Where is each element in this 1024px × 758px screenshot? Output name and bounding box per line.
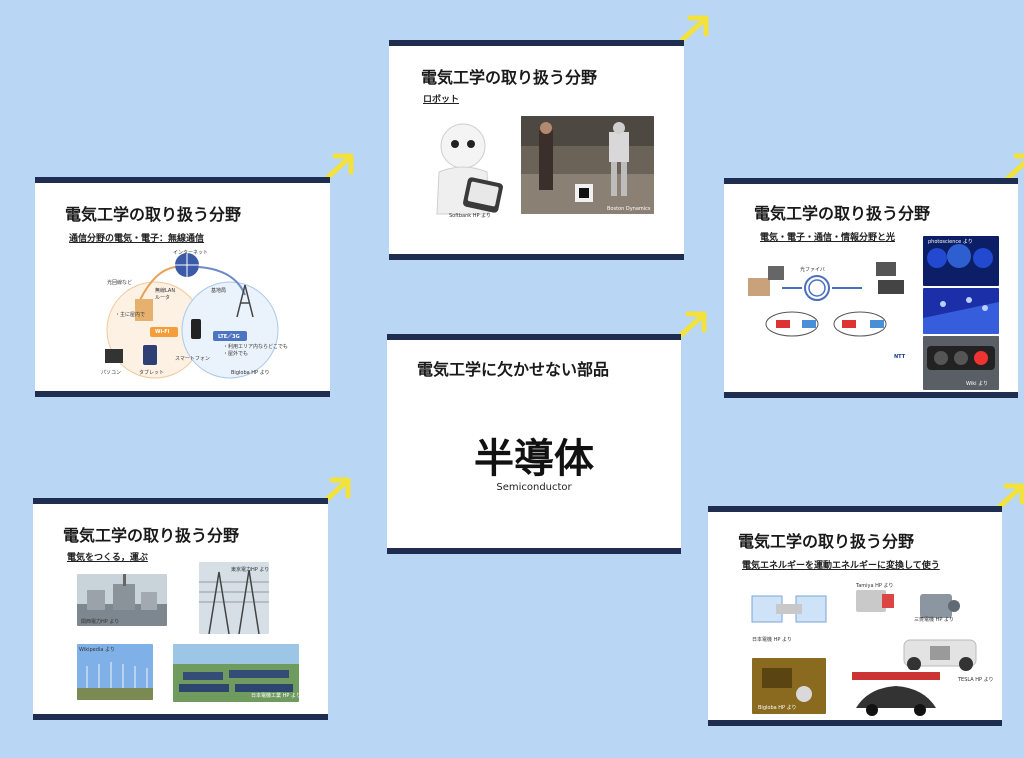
arrow-icon: [324, 153, 354, 181]
power-lines-photo: [199, 562, 269, 634]
power-plant-photo: [77, 574, 167, 626]
optical-fiber-diagram: [742, 248, 922, 352]
slide-communication[interactable]: 電気工学の取り扱う分野 通信分野の電気・電子：無線通信 インターネット 光回線な…: [35, 177, 330, 397]
diagram-label: 基地局: [211, 288, 227, 294]
diagram-label: タブレット: [139, 370, 165, 376]
industrial-motor-photo: [914, 584, 964, 626]
motor-diagram: [746, 582, 838, 632]
image-caption: photoscience より: [928, 239, 973, 245]
slide-subtitle: 電気エネルギーを運動エネルギーに変換して使う: [742, 561, 940, 571]
main-heading: 半導体: [474, 436, 594, 482]
english-subtitle: Semiconductor: [496, 482, 572, 493]
diagram-label: Wi-Fi: [155, 329, 170, 335]
slide-subtitle: 通信分野の電気・電子：無線通信: [69, 234, 205, 244]
image-caption: 日本電機 HP より: [752, 637, 792, 643]
slide-title: 電気工学に欠かせない部品: [417, 360, 610, 379]
image-caption: TESLA HP より: [958, 677, 994, 683]
slide-robot[interactable]: 電気工学の取り扱う分野 ロボット Softbank HP より Boston D…: [389, 40, 684, 260]
wind-turbines-photo: [77, 644, 153, 700]
image-caption: 日本電機工業 HP より: [251, 693, 301, 699]
solar-farm-photo: [173, 644, 299, 702]
diagram-label: ・利用エリア内ならどこでも ・屋外でも: [223, 344, 288, 357]
ev-chassis-photo: [894, 630, 986, 676]
image-caption: Wiki より: [966, 381, 988, 387]
image-caption: 三菱電機 HP より: [914, 617, 954, 623]
circuit-board-photo: [752, 658, 826, 714]
slide-subtitle: 電気・電子・通信・情報分野と光: [760, 233, 896, 243]
slide-title: 電気工学の取り扱う分野: [63, 526, 240, 545]
slide-title: 電気工学の取り扱う分野: [738, 532, 915, 551]
pepper-robot-image: [419, 118, 511, 218]
diagram-label: スマートフォン: [175, 356, 210, 362]
diagram-label: Bigloba HP より: [231, 370, 270, 376]
image-caption: 関西電力HP より: [81, 619, 120, 625]
arrow-icon: [995, 483, 1024, 511]
arrow-icon: [677, 311, 707, 339]
diagram-label: パソコン: [101, 370, 122, 376]
slide-power[interactable]: 電気工学の取り扱う分野 電気をつくる，運ぶ 関西電力HP より 東京電力HP よ…: [33, 498, 328, 720]
diagram-label: NTT: [894, 354, 906, 360]
diagram-label: LTE／3G: [218, 334, 240, 340]
slide-subtitle: 電気をつくる，運ぶ: [67, 553, 148, 563]
diagram-label: 無線LAN ルータ: [155, 288, 176, 301]
image-caption: Wikipedia より: [79, 647, 115, 653]
slide-optical[interactable]: 電気工学の取り扱う分野 電気・電子・通信・情報分野と光 光ファイバ NTT ph…: [724, 178, 1018, 398]
blue-light-photo: [923, 236, 999, 286]
arrow-icon: [679, 15, 709, 43]
image-caption: Tamiya HP より: [856, 583, 894, 589]
boston-dynamics-photo: [521, 116, 654, 214]
arrow-icon: [1005, 153, 1024, 181]
diagram-label: 光回線など: [107, 280, 133, 286]
diagram-label: ・主に屋内で: [115, 312, 146, 318]
slide-subtitle: ロボット: [423, 95, 460, 105]
image-caption: Bigloba HP より: [758, 705, 797, 711]
slide-title: 電気工学の取り扱う分野: [65, 205, 242, 224]
electric-car-photo: [848, 670, 944, 720]
image-caption: Softbank HP より: [449, 213, 492, 219]
traffic-signal-photo: [923, 336, 999, 390]
image-caption: Boston Dynamics: [607, 206, 651, 212]
diagram-label: 光ファイバ: [800, 267, 825, 273]
image-caption: 東京電力HP より: [231, 567, 270, 573]
diagram-label: インターネット: [173, 250, 209, 256]
small-motor-photo: [848, 580, 898, 620]
slide-title: 電気工学の取り扱う分野: [754, 204, 931, 223]
blue-illumination-photo: [923, 288, 999, 334]
slide-motor[interactable]: 電気工学の取り扱う分野 電気エネルギーを運動エネルギーに変換して使う 日本電機 …: [708, 506, 1002, 726]
wireless-network-diagram: [95, 245, 290, 385]
slide-title: 電気工学の取り扱う分野: [421, 68, 598, 87]
slide-semiconductor[interactable]: 電気工学に欠かせない部品 半導体 Semiconductor: [387, 334, 681, 554]
